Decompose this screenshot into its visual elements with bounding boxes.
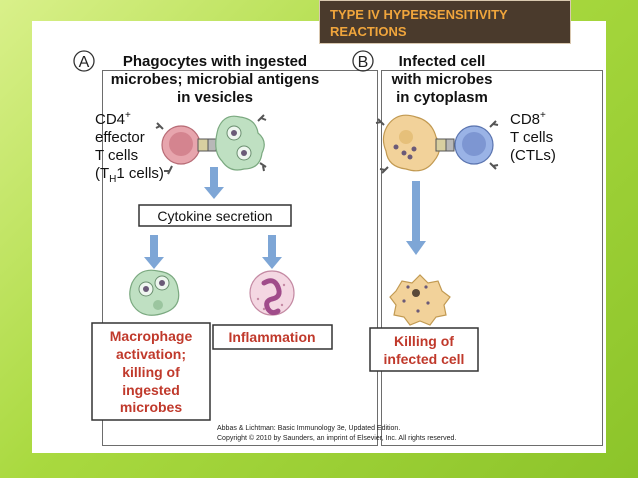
cd4-label: CD4+ xyxy=(95,110,131,128)
arrow-to-inflammation xyxy=(262,235,282,269)
credit-line-2: Copyright © 2010 by Saunders, an imprint… xyxy=(217,435,457,442)
arrow-to-cytokine xyxy=(204,167,224,199)
macrophage-activation-box xyxy=(91,322,211,421)
cd4-tcells-label: T cells xyxy=(95,147,138,164)
panel-b-heading-line2: with microbes xyxy=(391,71,493,88)
outcome-b-line1: Killing of xyxy=(394,333,454,349)
killing-box xyxy=(369,327,479,372)
cd4-t-cell-icon xyxy=(155,122,201,175)
arrow-to-killing xyxy=(406,181,426,255)
neutrophil-icon xyxy=(249,270,295,316)
inflammation-box xyxy=(212,324,333,350)
outcome-b-line2: infected cell xyxy=(384,351,465,367)
panel-b-letter-badge: B xyxy=(352,50,374,72)
cd8-label: CD8+ xyxy=(510,110,546,128)
panel-a-letter-badge: A xyxy=(73,50,95,72)
panel-a-heading-line3: in vesicles xyxy=(177,89,253,106)
tcr-mhc-contact-icon xyxy=(197,138,217,152)
th1-label: (TH1 cells) xyxy=(95,165,164,185)
outcome-right-label: Inflammation xyxy=(228,329,315,345)
outcome-left-line3: killing of xyxy=(122,364,180,380)
ctl-cell-icon xyxy=(454,120,499,170)
panel-b-heading-line3: in cytoplasm xyxy=(396,89,488,106)
outcome-left-line4: ingested xyxy=(122,382,180,398)
outcome-left-line1: Macrophage xyxy=(110,328,193,344)
cd8-tcells-label: T cells xyxy=(510,129,553,146)
slide-title-box: TYPE IV HYPERSENSITIVITY REACTIONS xyxy=(319,0,571,44)
panel-a-letter: A xyxy=(79,54,90,71)
cytokine-box xyxy=(138,204,292,227)
cd4-effector-label: effector xyxy=(95,129,145,146)
slide-title: TYPE IV HYPERSENSITIVITY REACTIONS xyxy=(330,7,508,39)
panel-a-heading-line2: microbes; microbial antigens xyxy=(111,71,319,88)
dying-cell-icon xyxy=(389,274,451,326)
activated-macrophage-icon xyxy=(129,269,180,316)
credit-line-1: Abbas & Lichtman: Basic Immunology 3e, U… xyxy=(217,425,401,432)
mhc-tcr-contact-icon-b xyxy=(435,138,455,152)
ctl-label: (CTLs) xyxy=(510,147,556,164)
diagram-svg: A Phagocytes with ingested microbes; mic… xyxy=(73,50,556,421)
macrophage-icon xyxy=(215,114,267,172)
panel-a-heading-line1: Phagocytes with ingested xyxy=(123,53,307,70)
outcome-left-line2: activation; xyxy=(116,346,186,362)
panel-b-letter: B xyxy=(358,54,369,71)
slide-canvas: A Phagocytes with ingested microbes; mic… xyxy=(32,21,606,453)
outcome-left-line5: microbes xyxy=(120,399,182,415)
cytokine-label: Cytokine secretion xyxy=(157,208,272,224)
infected-cell-icon xyxy=(375,114,441,174)
panel-b-heading-line1: Infected cell xyxy=(399,53,486,70)
arrow-to-macrophage xyxy=(144,235,164,269)
